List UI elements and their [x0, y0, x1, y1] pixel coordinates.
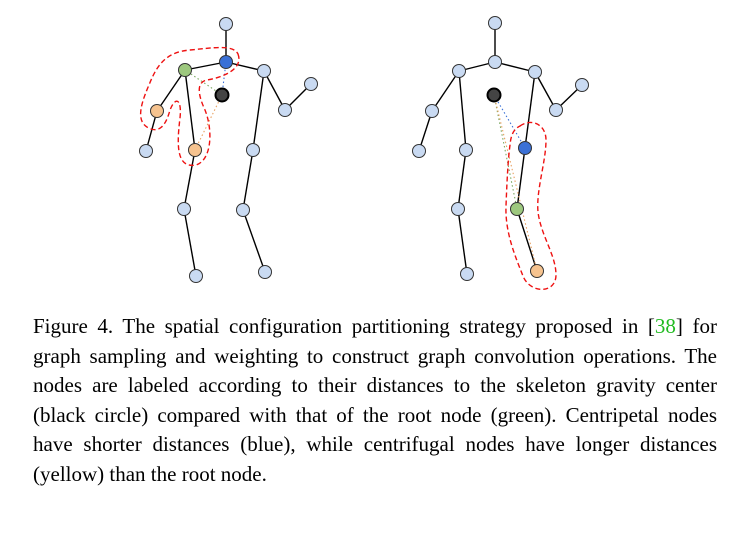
figure-label: Figure 4. — [33, 314, 114, 338]
joint-knee — [451, 202, 465, 216]
left-skeleton-bones — [145, 24, 312, 277]
joint-ankle-centrifugal — [530, 264, 544, 278]
left-partition-outline — [139, 46, 240, 166]
caption-text-start: The spatial configuration partitioning s… — [113, 314, 655, 338]
joint-ankle — [258, 265, 272, 279]
right-distance-lines — [493, 94, 538, 272]
joint-shoulder — [452, 64, 466, 78]
citation-link[interactable]: 38 — [654, 314, 676, 338]
joint-wrist — [412, 144, 426, 158]
joint-elbow — [549, 103, 563, 117]
right-skeleton — [412, 16, 589, 290]
joint-hip-centripetal — [518, 141, 532, 155]
joint-knee — [177, 202, 191, 216]
joint-neck-centripetal — [219, 55, 233, 69]
gravity-center — [214, 87, 230, 103]
joint-root-shoulder — [178, 63, 192, 77]
joint-knee — [236, 203, 250, 217]
gravity-center — [486, 87, 502, 103]
joint-shoulder — [528, 65, 542, 79]
joint-wrist — [139, 144, 153, 158]
joint-head — [488, 16, 502, 30]
joint-head — [219, 17, 233, 31]
joint-elbow-centrifugal — [150, 104, 164, 118]
figure-caption: Figure 4. The spatial configuration part… — [33, 312, 717, 489]
left-skeleton — [139, 17, 318, 283]
joint-hip — [246, 143, 260, 157]
joint-elbow — [278, 103, 292, 117]
joint-shoulder-right — [257, 64, 271, 78]
joint-hip-centrifugal — [188, 143, 202, 157]
left-joints — [139, 17, 318, 283]
joint-neck — [488, 55, 502, 69]
joint-hand — [304, 77, 318, 91]
joint-hand — [575, 78, 589, 92]
right-joints — [412, 16, 589, 281]
skeleton-figure — [139, 16, 589, 290]
right-partition-outline — [505, 121, 557, 290]
joint-elbow — [425, 104, 439, 118]
joint-root-knee — [510, 202, 524, 216]
left-distance-lines — [184, 61, 227, 151]
joint-hip — [459, 143, 473, 157]
joint-ankle — [189, 269, 203, 283]
caption-text-end: ] for graph sampling and weighting to co… — [33, 314, 717, 486]
joint-ankle — [460, 267, 474, 281]
